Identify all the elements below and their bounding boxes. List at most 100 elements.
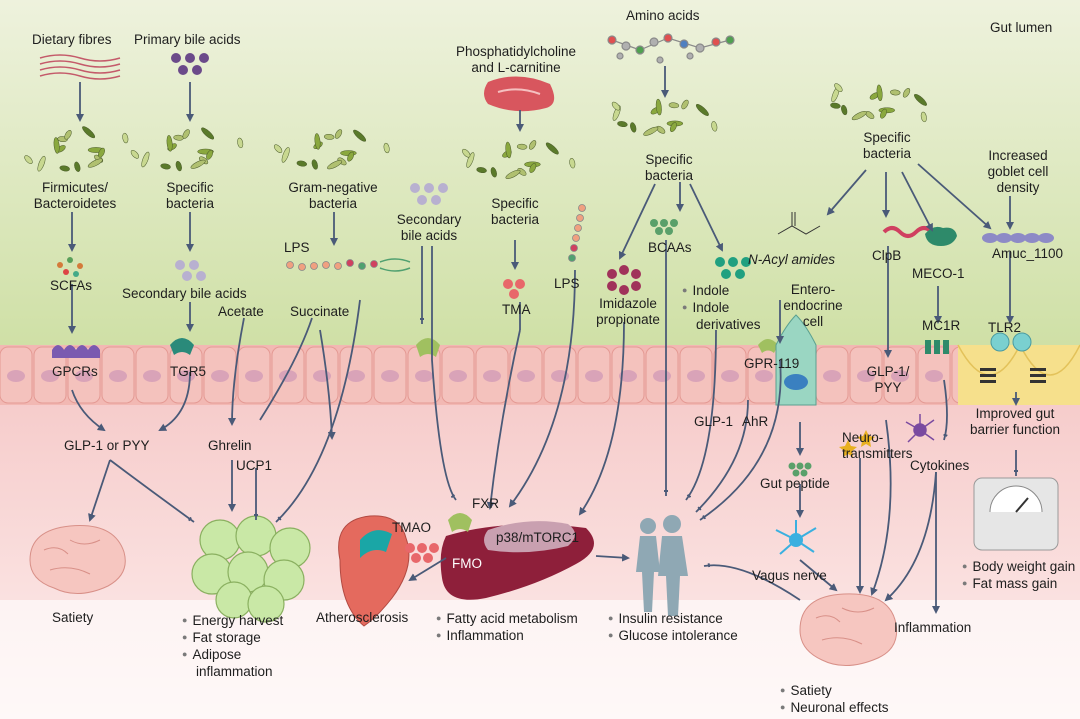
bcaa-dots [650, 219, 678, 235]
tgr5-receptor [170, 338, 194, 355]
cell-nucleus [755, 370, 773, 382]
human-silhouettes-icon [636, 515, 688, 616]
pathway-arrows [68, 66, 1020, 614]
amuc-protein-icon [982, 233, 1054, 243]
acetate-label: Acetate [218, 304, 264, 319]
tmao-dots [405, 543, 439, 563]
amuc-1100-label: Amuc_1100 [992, 246, 1064, 261]
meco-1-label: MECO-1 [912, 266, 965, 281]
bile-acid-receptor [416, 338, 440, 357]
n-acyl-amide-structure [777, 212, 821, 235]
inflammation-label: Inflammation [894, 620, 972, 635]
fxr-receptor [448, 513, 472, 532]
bacteria-clusters [24, 83, 927, 179]
gpcr-receptors [52, 345, 100, 358]
bacteria-cluster [273, 129, 390, 170]
gut-peptide-label: Gut peptide [760, 476, 830, 491]
clpb-protein-icon [882, 226, 934, 238]
adipose-outcomes-list: Energy harvestFat storageAdiposeinflamma… [182, 612, 283, 680]
metabolic-outcomes-list: Insulin resistanceGlucose intolerance [608, 610, 737, 644]
weight-outcomes-list: Body weight gainFat mass gain [962, 558, 1075, 592]
tmao-label: TMAO [392, 520, 431, 535]
cell-nucleus [347, 370, 365, 382]
gpr-119-label: GPR-119 [744, 356, 800, 371]
bacteria-cluster [24, 126, 129, 172]
bcaas-label: BCAAs [648, 240, 692, 255]
vagus-nerve-label: Vagus nerve [752, 568, 827, 583]
tma-label: TMA [502, 302, 531, 317]
brain-outcomes-list: SatietyNeuronal effects [780, 682, 888, 716]
mc1r-label: MC1R [922, 318, 961, 333]
ghrelin-label: Ghrelin [208, 438, 252, 453]
amino-acids-icon [607, 33, 735, 64]
cell-nucleus [483, 370, 501, 382]
cell-nucleus [245, 370, 263, 382]
scfa-dots [57, 257, 83, 277]
ahr-label: AhR [742, 414, 769, 429]
primary-bile-acids-label: Primary bile acids [134, 32, 241, 47]
firmicutes-label: Firmicutes/Bacteroidetes [33, 180, 117, 211]
cell-nucleus [211, 370, 229, 382]
secondary-bile-acids-label: Secondary bile acids [122, 286, 247, 301]
atherosclerosis-label: Atherosclerosis [316, 610, 409, 625]
heart-icon [338, 515, 410, 627]
cell-nucleus [449, 370, 467, 382]
gpr-119-receptor [758, 339, 778, 353]
secondary-bile-acids-dots [175, 260, 206, 281]
cell-nucleus [415, 370, 433, 382]
indole-dots [715, 257, 751, 279]
dietary-fibres-icon [39, 54, 121, 80]
glp-1-pyy-label: GLP-1/PYY [866, 364, 910, 395]
n-acyl-amides-label: N-Acyl amides [748, 252, 836, 267]
clpb-label: ClpB [872, 248, 902, 263]
bacteria-cluster [130, 127, 244, 172]
meat-icon [484, 76, 555, 112]
cell-nucleus [653, 370, 671, 382]
imidazole-dots [607, 265, 641, 295]
p38-pill [484, 521, 575, 553]
weight-scale-icon [973, 477, 1059, 551]
cell-nucleus [109, 370, 127, 382]
satiety-label: Satiety [52, 610, 94, 625]
cell-nucleus [891, 370, 909, 382]
ucp1-label: UCP1 [236, 458, 273, 473]
cell-nucleus [7, 370, 25, 382]
p38-mtorc1-label: p38/mTORC1 [496, 530, 580, 545]
enteroendocrine-cell [775, 314, 817, 406]
indole-label: IndoleIndolederivatives [682, 282, 760, 333]
amino-acids-label: Amino acids [626, 8, 700, 23]
tlr2-label: TLR2 [988, 320, 1022, 335]
cell-nucleus [585, 370, 603, 382]
scfas-label: SCFAs [50, 278, 93, 293]
fxr-label: FXR [472, 496, 499, 511]
glp-1-or-pyy-label: GLP-1 or PYY [64, 438, 150, 453]
brain-icon-right [799, 593, 898, 666]
cell-nucleus [721, 370, 739, 382]
brain-icon-left [29, 525, 126, 594]
cell-nucleus [857, 370, 875, 382]
dietary-fibres-label: Dietary fibres [32, 32, 112, 47]
neurotransmitter-icons [839, 430, 875, 457]
tlr2-receptor [990, 332, 1032, 352]
epithelium-layer [0, 343, 1080, 405]
gpcrs-label: GPCRs [52, 364, 98, 379]
tight-junctions [980, 368, 1046, 383]
cell-nucleus [143, 370, 161, 382]
tgr5-label: TGR5 [170, 364, 207, 379]
tma-dots [503, 279, 525, 299]
cell-nucleus [381, 370, 399, 382]
gut-lumen-label: Gut lumen [990, 20, 1053, 35]
immune-cell-icon [905, 414, 935, 443]
